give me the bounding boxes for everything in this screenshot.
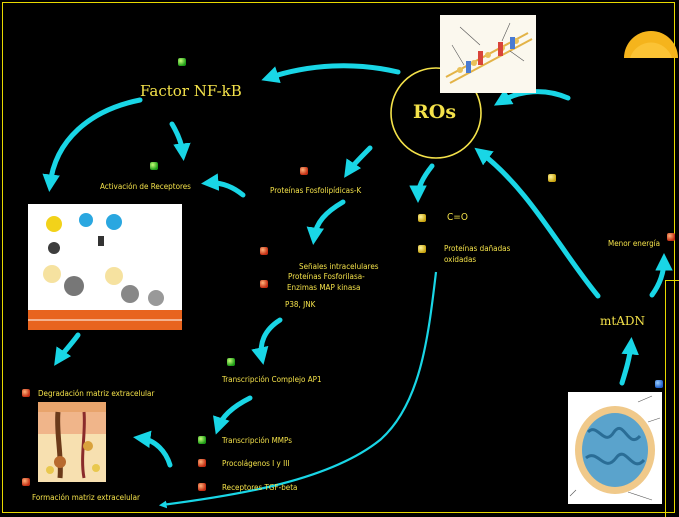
bullet-degradation [22, 389, 30, 397]
bullet-signals [260, 247, 268, 255]
mitochondrion-image [568, 392, 662, 504]
arrow-sun-to-ros [493, 89, 571, 106]
node-oxid-2: oxidadas [444, 255, 477, 264]
node-mtadn: mtADN [600, 314, 645, 328]
bullet-mtadn-arrow [548, 174, 556, 182]
node-ap1: Transcripción Complejo AP1 [222, 375, 322, 384]
arrow-image-to-degradation [54, 332, 81, 366]
bullet-mmps [198, 436, 206, 444]
bullet-proteins [300, 167, 308, 175]
bullet-oxid [418, 245, 426, 253]
outer-frame [2, 2, 675, 513]
sun-icon [622, 17, 678, 61]
arrow-ros-to-co [409, 163, 435, 203]
bullet-signals-2 [260, 280, 268, 288]
arrow-mito-to-mtadn [619, 337, 639, 386]
arrow-proteins-to-activation [201, 173, 246, 198]
node-degradation: Degradación matriz extracelular [38, 389, 155, 398]
node-nfkb: Factor NF-kB [140, 82, 242, 100]
node-signals-3: Enzimas MAP kinasa [287, 283, 361, 292]
bullet-menor [667, 233, 675, 241]
node-procol: Procolágenos I y III [222, 459, 290, 468]
node-signals-4: P38, JNK [285, 300, 316, 309]
arrow-skin-up [133, 430, 173, 468]
arrow-nfkb-to-left [42, 97, 143, 192]
bullet-tgf [198, 483, 206, 491]
node-formation: Formación matriz extracelular [32, 493, 141, 502]
arrow-ap1-to-mmps [213, 395, 253, 435]
arrow-nfkb-to-activation [169, 121, 191, 161]
arrow-proteins-to-signals [306, 199, 346, 245]
arrow-oxid-to-tgf [158, 271, 438, 509]
bullet-formation [22, 478, 30, 486]
receptor-image [28, 204, 182, 330]
arrow-ros-to-proteins [344, 145, 373, 178]
inner-frame [665, 280, 679, 517]
node-activation: Activación de Receptores [100, 182, 191, 191]
skin-image [38, 402, 106, 482]
bullet-nfkb [178, 58, 186, 66]
arrow-signals-to-ap1 [251, 317, 283, 365]
membrane-image [440, 15, 536, 93]
node-tgf: Receptores TGF-beta [222, 483, 298, 492]
node-co: C=O [447, 212, 468, 223]
node-ros: ROs [413, 101, 457, 123]
bullet-procol [198, 459, 206, 467]
node-menor: Menor energía [608, 239, 661, 248]
node-proteins: Proteínas Fosfolipídicas-K [270, 186, 362, 195]
arrow-mtadn-to-menor [649, 253, 673, 298]
bullet-ap1 [227, 358, 235, 366]
node-signals-2: Proteínas Fosforilasa- [288, 272, 365, 281]
node-mmps: Transcripción MMPs [222, 436, 292, 445]
bullet-co [418, 214, 426, 222]
node-signals-1: Señales intracelulares [299, 262, 379, 271]
node-oxid-1: Proteínas dañadas [444, 244, 511, 253]
bullet-mito [655, 380, 663, 388]
arrow-mtadn-to-ros [474, 147, 601, 299]
arrow-ros-to-nfkb [261, 63, 401, 83]
bullet-activation [150, 162, 158, 170]
